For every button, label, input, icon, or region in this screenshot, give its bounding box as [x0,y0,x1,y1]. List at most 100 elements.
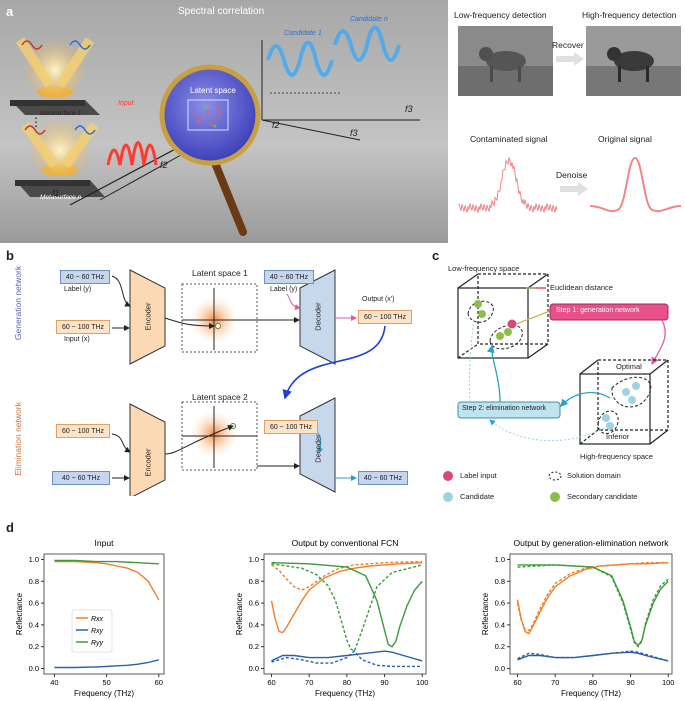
series-line-ryy-dashed [271,563,423,653]
series-line-ryy [54,559,159,565]
legend-label-input: Label input [460,471,497,480]
panel-b-letter: b [6,248,14,263]
cat-photo-blurred [458,26,553,96]
output-x-box: 60 ~ 100 THz [358,310,412,324]
y-tick-label: 0.6 [249,599,259,608]
y-tick-label: 1.0 [495,555,505,564]
latent-space-1-label: Latent space 1 [192,268,248,278]
denoise-arrow-icon [560,182,588,196]
x-tick-label: 70 [305,678,313,687]
metasurface-1-label: Metasurface 1 [40,110,82,117]
legend-secondary-candidate: Secondary candidate [567,492,638,501]
x-tick-label: 40 [50,678,58,687]
y-tick-label: 0.0 [249,664,259,673]
y-tick-label: 0.0 [29,664,39,673]
series-line-rxx [54,560,160,601]
x-tick-label: 90 [380,678,388,687]
chart-title: Output by generation-elimination network [514,538,670,548]
series-line-ryy-dashed [517,564,669,648]
y-tick-label: 1.0 [29,555,39,564]
series-line-rxx-solid [516,562,669,635]
optimal-label: Optimal [616,362,642,371]
spectral-correlation-title: Spectral correlation [178,6,265,17]
candidate-n-label: Candidate n [350,16,388,23]
f3-axis-label: f3 [405,104,413,114]
y-tick-label: 0.0 [495,664,505,673]
cat-photo-sharp [586,26,681,96]
y-tick-label: 0.4 [249,620,259,629]
x-tick-label: 80 [343,678,351,687]
low-freq-space-label: Low-frequency space [448,264,520,273]
y-axis-label: Reflectance [235,592,244,635]
x-tick-label: 100 [662,678,675,687]
output-x-label: Output (x') [362,296,395,303]
legend-label-rxx: Rxx [91,616,104,623]
euclidean-distance-label: Euclidean distance [550,283,613,292]
y-tick-label: 0.2 [495,642,505,651]
y-tick-label: 0.2 [29,642,39,651]
y-tick-label: 0.2 [249,642,259,651]
f3-label: f3 [350,128,358,138]
x-axis-label: Frequency (THz) [561,689,621,698]
series-line-rxy-solid [517,651,669,662]
low-freq-detection-label: Low-frequency detection [454,10,547,20]
original-signal-label: Original signal [598,134,652,144]
label-y-text-decoder: Label (y) [270,286,298,293]
contaminated-signal-label: Contaminated signal [470,134,548,144]
x-tick-label: 80 [589,678,597,687]
metasurface-n-block [15,118,105,197]
panel-a: a Spectral correlation Metasurface 1 Met… [0,0,685,243]
series-line-rxy-dashed [517,650,669,662]
series-line-rxx-dashed [271,560,423,591]
step1-label: Step 1: generation network [556,307,640,314]
decoder-1-label: Decoder [313,302,323,331]
series-line-rxy-dashed [271,650,423,668]
elim-output-box: 40 ~ 60 THz [358,471,408,485]
recover-label: Recover [552,40,584,50]
original-signal-plot [589,156,682,213]
panel-c-letter: c [432,248,440,263]
y-tick-label: 0.8 [495,577,505,586]
latent-space-2-label: Latent space 2 [192,392,248,402]
contaminated-signal-plot [458,157,558,213]
y-tick-label: 1.0 [249,555,259,564]
high-freq-detection-label: High-frequency detection [582,10,677,20]
step2-label: Step 2: elimination network [462,405,547,412]
elim-input-box-top: 60 ~ 100 THz [56,424,110,438]
inferior-label: Inferior [606,432,630,441]
encoder-1-label: Encoder [143,302,153,331]
x-axis-label: Frequency (THz) [315,689,375,698]
chart-title: Output by conventional FCN [292,538,399,548]
recover-arrow-icon [556,52,584,66]
legend-label-ryy: Ryy [91,640,104,647]
x-tick-label: 60 [267,678,275,687]
y-tick-label: 0.6 [495,599,505,608]
y-tick-label: 0.8 [29,577,39,586]
y-axis-label: Reflectance [15,592,24,635]
y-tick-label: 0.4 [495,620,505,629]
legend-solution-domain: Solution domain [567,471,621,480]
label-y-box-gen: 40 ~ 60 THz [60,270,110,284]
panel-c-diagram [443,273,669,502]
input-signal-label: Input [118,100,134,107]
chart-frame [263,553,427,675]
legend-candidate: Candidate [460,492,495,501]
latent-space-label: Latent space [190,86,236,95]
panel-a-scene [0,0,448,243]
series-line-rxx-dashed [516,562,669,632]
metasurface-n-label: Metasurface n [40,194,82,201]
series-line-rxy [54,659,159,669]
high-freq-cube [579,359,669,445]
x-tick-label: 60 [155,678,163,687]
chart-title: Input [95,538,115,548]
y-tick-label: 0.4 [29,620,39,629]
series-line-rxy-solid [271,650,423,662]
x-tick-label: 50 [102,678,110,687]
label-y-box-decoder: 40 ~ 60 THz [264,270,314,284]
candidate-1-label: Candidate 1 [284,30,322,37]
elim-input-box-bottom: 40 ~ 60 THz [52,471,110,485]
label-y-text-gen: Label (y) [64,286,92,293]
x-tick-label: 70 [551,678,559,687]
chart-frame [509,553,673,675]
